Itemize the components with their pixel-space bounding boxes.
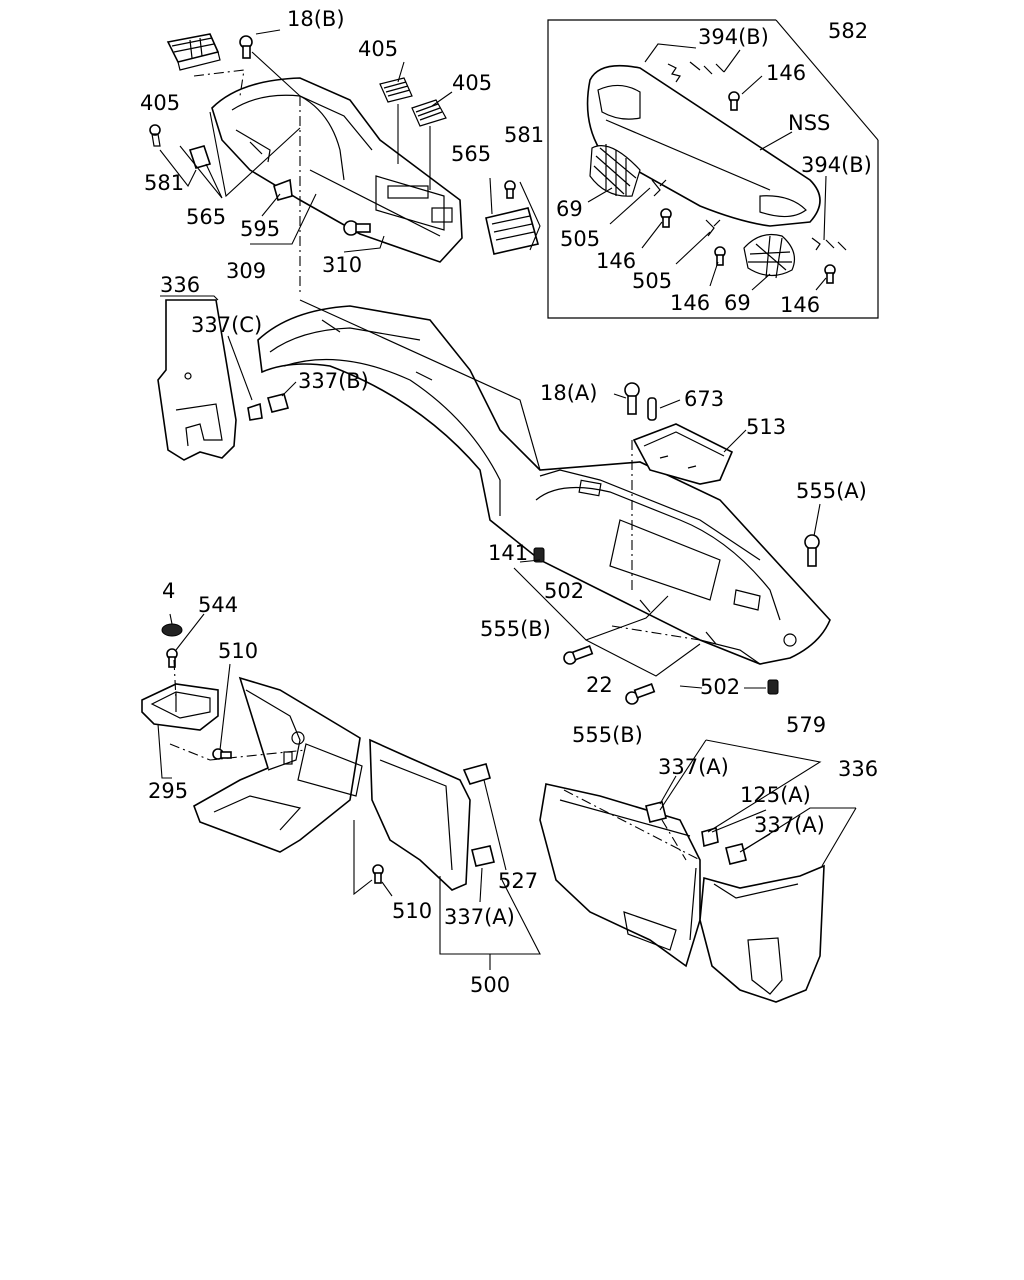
bolt-18a	[624, 382, 640, 415]
label-337a-center: 337(A)	[444, 905, 515, 929]
label-4: 4	[162, 579, 175, 603]
label-394b-right: 394(B)	[801, 153, 872, 177]
glove-box-579	[539, 783, 701, 968]
screw-146-mid-right	[714, 246, 726, 266]
label-565-left: 565	[186, 205, 226, 229]
clip-141	[533, 547, 545, 563]
label-555b-lower: 555(B)	[572, 723, 643, 747]
fastener-337c	[247, 402, 263, 421]
screw-18b	[239, 35, 253, 59]
grille-405-b	[411, 99, 447, 127]
screw-146-bottom-right	[824, 264, 836, 284]
clip-394b-top	[667, 61, 725, 83]
label-394b-top: 394(B)	[698, 25, 769, 49]
label-502-upper: 502	[544, 579, 584, 603]
label-405-a: 405	[358, 37, 398, 61]
label-125a: 125(A)	[740, 783, 811, 807]
instrument-panel	[257, 299, 831, 665]
label-336-left: 336	[160, 273, 200, 297]
fastener-337a-upper	[645, 801, 667, 823]
label-673: 673	[684, 387, 724, 411]
label-nss: NSS	[788, 111, 830, 135]
clip-565-right	[485, 207, 539, 255]
screw-581-right	[504, 180, 516, 199]
side-cover-336-left	[157, 299, 237, 461]
label-141: 141	[488, 541, 528, 565]
cap-4	[161, 623, 183, 637]
screw-555b-upper	[563, 645, 594, 665]
cupholder-295	[141, 683, 219, 731]
bracket-513	[632, 423, 734, 485]
label-18b: 18(B)	[287, 7, 345, 31]
label-69-left: 69	[556, 197, 583, 221]
label-500: 500	[470, 973, 510, 997]
screw-146-top	[728, 91, 740, 111]
clip-502-bottom	[767, 679, 779, 695]
label-69-right: 69	[724, 291, 751, 315]
label-565-right: 565	[451, 142, 491, 166]
label-502-lower: 502	[700, 675, 740, 699]
grille-405-a	[379, 77, 413, 103]
label-510-lower: 510	[392, 899, 432, 923]
bolt-310	[343, 220, 371, 236]
label-595: 595	[240, 217, 280, 241]
label-336-right: 336	[838, 757, 878, 781]
label-337a-right: 337(A)	[754, 813, 825, 837]
screw-510-lower	[372, 864, 384, 884]
label-146-mid-left: 146	[596, 249, 636, 273]
label-505-left: 505	[560, 227, 600, 251]
screw-581-left	[149, 124, 161, 147]
label-310: 310	[322, 253, 362, 277]
label-337a-upper: 337(A)	[658, 755, 729, 779]
meter-hood-309	[211, 77, 463, 263]
label-405-b: 405	[452, 71, 492, 95]
clip-505-left	[651, 179, 667, 197]
screw-146-mid-left	[660, 208, 672, 228]
switch-cap-405-left	[166, 33, 221, 71]
center-lower-527	[369, 738, 491, 891]
label-146-bottom-right: 146	[780, 293, 820, 317]
screw-555b-lower	[625, 683, 656, 705]
pin-673	[647, 397, 657, 421]
label-295: 295	[148, 779, 188, 803]
fastener-337a-right	[725, 843, 747, 865]
screw-510-upper	[212, 748, 232, 760]
label-22: 22	[586, 673, 613, 697]
clip-505-right	[705, 219, 721, 237]
label-582: 582	[828, 19, 868, 43]
fastener-337a-center	[471, 845, 495, 867]
label-555a: 555(A)	[796, 479, 867, 503]
label-146-top: 146	[766, 61, 806, 85]
label-405-left: 405	[140, 91, 180, 115]
clip-565-left	[188, 145, 212, 169]
label-337b: 337(B)	[298, 369, 369, 393]
label-510-upper: 510	[218, 639, 258, 663]
overhead-console-nss	[586, 64, 821, 227]
label-544: 544	[198, 593, 238, 617]
label-146-bottom-left: 146	[670, 291, 710, 315]
label-18a: 18(A)	[540, 381, 597, 405]
label-555b-upper: 555(B)	[480, 617, 551, 641]
callout-labels: 18(B) 405 405 405 581 581 565 565 595 30…	[140, 7, 878, 997]
label-513: 513	[746, 415, 786, 439]
label-337c: 337(C)	[191, 313, 262, 337]
side-cover-336-right	[699, 864, 825, 1003]
inset-box-582	[547, 19, 879, 319]
center-panel-510	[193, 676, 363, 853]
screw-555a	[804, 534, 820, 567]
clip-394b-right	[811, 237, 847, 251]
label-579: 579	[786, 713, 826, 737]
label-581-right: 581	[504, 123, 544, 147]
screw-544	[166, 648, 178, 668]
label-581-left: 581	[144, 171, 184, 195]
label-527: 527	[498, 869, 538, 893]
label-309: 309	[226, 259, 266, 283]
label-505-right: 505	[632, 269, 672, 293]
fastener-337b	[267, 393, 289, 413]
